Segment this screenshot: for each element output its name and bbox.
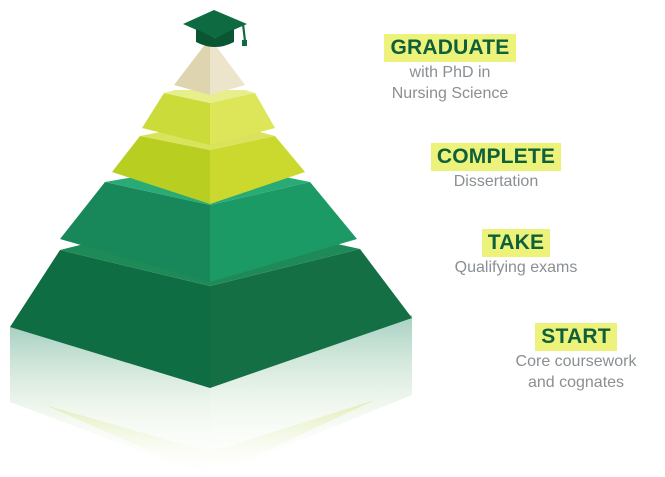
step-description-line: Nursing Science bbox=[391, 85, 509, 102]
step-description-line: Dissertation bbox=[453, 173, 539, 190]
graduation-cap-icon bbox=[183, 10, 247, 47]
step-title: GRADUATE bbox=[384, 34, 516, 62]
step-complete: COMPLETE Dissertation bbox=[410, 143, 582, 192]
step-description-line: Qualifying exams bbox=[454, 259, 578, 276]
step-description-line: Core coursework bbox=[515, 353, 637, 370]
step-description-line: with PhD in bbox=[409, 64, 491, 81]
step-title: TAKE bbox=[481, 229, 551, 257]
step-title: START bbox=[535, 323, 617, 351]
step-description-line: and cognates bbox=[527, 374, 625, 391]
step-graduate: GRADUATE with PhD in Nursing Science bbox=[360, 34, 540, 104]
step-take: TAKE Qualifying exams bbox=[430, 229, 602, 278]
step-title: COMPLETE bbox=[430, 143, 562, 171]
step-start: START Core coursework and cognates bbox=[498, 323, 654, 393]
pyramid-level-top bbox=[174, 38, 245, 95]
pyramid-level-upper bbox=[142, 90, 275, 145]
